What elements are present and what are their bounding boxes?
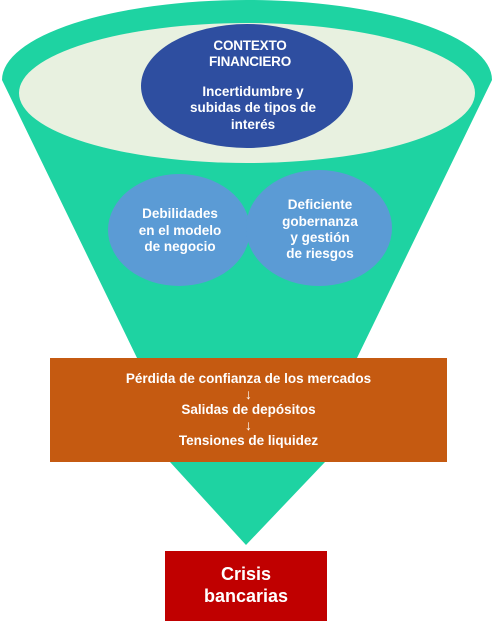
flow-step-confidence-loss: Pérdida de confianza de los mercados bbox=[125, 370, 372, 386]
context-description-line: interés bbox=[230, 116, 276, 132]
flow-step-deposit-outflows: Salidas de depósitos bbox=[181, 401, 316, 417]
context-circle bbox=[141, 24, 353, 148]
weakness-label-line: Deficiente bbox=[287, 197, 353, 213]
weakness-label-line: de riesgos bbox=[286, 246, 354, 262]
context-heading-line: FINANCIERO bbox=[209, 54, 291, 70]
weakness-circle-business-model bbox=[108, 174, 250, 286]
context-heading: CONTEXTO FINANCIERO bbox=[165, 38, 335, 71]
weakness-label-line: en el modelo bbox=[138, 222, 222, 238]
context-description-line: subidas de tipos de bbox=[189, 100, 317, 116]
weakness-governance-label: Deficiente gobernanza y gestión de riesg… bbox=[262, 190, 378, 270]
context-description: Incertidumbre y subidas de tipos de inte… bbox=[168, 84, 338, 133]
crisis-label-line: Crisis bbox=[220, 564, 272, 585]
crisis-box bbox=[165, 551, 327, 621]
crisis-label: Crisis bancarias bbox=[165, 551, 327, 621]
flow-box bbox=[50, 358, 447, 462]
weakness-label-line: gobernanza bbox=[282, 213, 358, 229]
weakness-label-line: de negocio bbox=[144, 239, 216, 255]
flow-steps: Pérdida de confianza de los mercados ↓ S… bbox=[50, 358, 447, 462]
weakness-label-line: y gestión bbox=[290, 230, 350, 245]
weakness-business-model-label: Debilidades en el modelo de negocio bbox=[120, 192, 240, 270]
crisis-label-line: bancarias bbox=[203, 586, 289, 606]
arrow-down-icon: ↓ bbox=[245, 417, 252, 434]
weakness-label-line: Debilidades bbox=[142, 206, 218, 222]
flow-step-liquidity-stress: Tensiones de liquidez bbox=[178, 433, 319, 449]
arrow-down-icon: ↓ bbox=[245, 385, 252, 402]
context-heading-line: CONTEXTO bbox=[213, 38, 287, 53]
context-description-line: Incertidumbre y bbox=[202, 84, 304, 99]
weakness-circle-governance bbox=[246, 170, 392, 286]
